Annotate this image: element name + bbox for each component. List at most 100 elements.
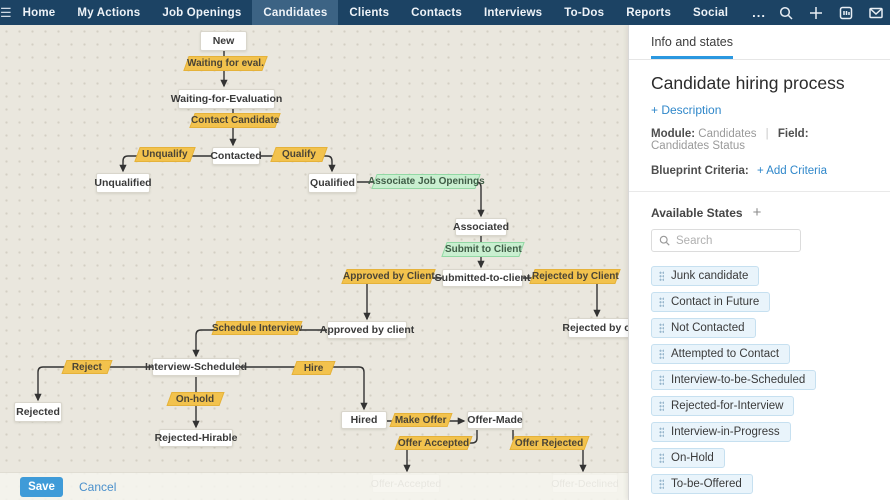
add-icon[interactable] [809, 5, 824, 20]
add-description-link[interactable]: + Description [651, 103, 722, 117]
state-chip-junk-candidate[interactable]: Junk candidate [651, 266, 760, 286]
nav-item-my-actions[interactable]: My Actions [77, 6, 141, 19]
state-node-hired[interactable]: Hired [341, 411, 387, 429]
transition-rejected-by-client[interactable]: Rejected by Client [529, 269, 621, 284]
transition-waiting-for-eval-[interactable]: Waiting for eval. [183, 56, 268, 71]
transition-associate-job-openings[interactable]: Associate Job Openings [368, 174, 484, 189]
tab-info-and-states[interactable]: Info and states [651, 25, 734, 59]
nav-item-social[interactable]: Social [693, 6, 729, 19]
drag-handle-icon[interactable] [659, 401, 664, 411]
transition-label: Unqualify [142, 149, 188, 160]
transition-label: Contact Candidate [190, 115, 280, 126]
mail-icon[interactable] [869, 5, 884, 20]
state-node-interview-scheduled[interactable]: Interview-Scheduled [145, 358, 247, 376]
state-chip-label: On-Hold [671, 452, 714, 464]
save-button[interactable]: Save [20, 476, 63, 497]
nav-overflow-icon[interactable]: ... [752, 5, 766, 20]
transition-hire[interactable]: Hire [291, 361, 336, 375]
state-chip-not-contacted[interactable]: Not Contacted [651, 318, 756, 338]
transition-submit-to-client[interactable]: Submit to Client [441, 242, 525, 257]
flow-edge [192, 329, 327, 358]
transition-offer-accepted[interactable]: Offer Accepted [394, 436, 473, 450]
nav-item-clients[interactable]: Clients [349, 6, 390, 19]
transition-label: Rejected by Client [531, 271, 619, 282]
transition-offer-rejected[interactable]: Offer Rejected [509, 436, 590, 450]
nav-item-home[interactable]: Home [22, 6, 56, 19]
transition-reject[interactable]: Reject [61, 360, 113, 374]
state-chip-to-be-offered[interactable]: To-be-Offered [651, 474, 753, 494]
state-chip-attempted-to-contact[interactable]: Attempted to Contact [651, 344, 791, 364]
state-chip-contact-in-future[interactable]: Contact in Future [651, 292, 771, 312]
state-node-unqualified[interactable]: Unqualified [94, 173, 152, 193]
state-chip-on-hold[interactable]: On-Hold [651, 448, 725, 468]
info-panel: Info and states Candidate hiring process… [628, 25, 890, 500]
states-search-input[interactable] [676, 234, 793, 247]
search-icon[interactable] [779, 5, 794, 20]
transition-unqualify[interactable]: Unqualify [134, 147, 196, 162]
state-node-submitted-to-client[interactable]: Submitted-to-client [435, 269, 530, 287]
state-chip-label: Attempted to Contact [671, 348, 780, 360]
transition-label: Associate Job Openings [367, 176, 485, 187]
flow-edge [34, 366, 153, 402]
state-chip-label: Interview-in-Progress [671, 426, 780, 438]
available-states-label: Available States [651, 205, 743, 220]
panel-tab-bar: Info and states [629, 25, 890, 60]
state-node-new[interactable]: New [200, 31, 247, 51]
state-chip-rejected-for-interview[interactable]: Rejected-for-Interview [651, 396, 795, 416]
drag-handle-icon[interactable] [659, 427, 664, 437]
transition-label: Hire [303, 362, 324, 374]
transition-make-offer[interactable]: Make Offer [389, 413, 453, 427]
state-node-approved-by-client[interactable]: Approved by client [320, 321, 414, 339]
top-navigation: ☰ Home My Actions Job Openings Candidates Cl… [0, 0, 890, 25]
drag-handle-icon[interactable] [659, 297, 664, 307]
transition-label: Waiting for eval. [187, 58, 264, 69]
drag-handle-icon[interactable] [659, 271, 664, 281]
nav-item-contacts[interactable]: Contacts [411, 6, 462, 19]
nav-item-reports[interactable]: Reports [626, 6, 672, 19]
divider [629, 191, 890, 192]
state-node-waiting-for-evaluation[interactable]: Waiting-for-Evaluation [171, 89, 282, 109]
nav-items: Home My Actions Job Openings Candidates Clie… [12, 0, 779, 25]
transition-contact-candidate[interactable]: Contact Candidate [189, 113, 281, 128]
module-value: Candidates [698, 128, 757, 140]
state-node-rejected[interactable]: Rejected [14, 402, 62, 422]
add-state-icon[interactable]: + [752, 204, 762, 221]
nav-item-job-openings[interactable]: Job Openings [162, 6, 242, 19]
drag-handle-icon[interactable] [659, 375, 664, 385]
transition-approved-by-client[interactable]: Approved by Client [341, 269, 436, 284]
feeds-icon[interactable] [839, 5, 854, 20]
state-chip-label: Junk candidate [671, 270, 749, 282]
add-criteria-link[interactable]: + Add Criteria [756, 165, 827, 177]
state-node-associated[interactable]: Associated [453, 218, 509, 236]
state-node-rejected-hirable[interactable]: Rejected-Hirable [155, 429, 237, 447]
state-chip-label: Rejected-for-Interview [671, 400, 784, 412]
cancel-button[interactable]: Cancel [79, 479, 117, 494]
transition-label: Approved by Client [342, 271, 435, 282]
transition-on-hold[interactable]: On-hold [166, 392, 225, 406]
transition-label: Reject [71, 361, 102, 373]
drag-handle-icon[interactable] [659, 323, 664, 333]
flow-edge [363, 277, 443, 321]
transition-schedule-interview[interactable]: Schedule Interview [211, 321, 303, 335]
nav-item-interviews[interactable]: Interviews [483, 6, 543, 19]
state-node-offer-made[interactable]: Offer-Made [467, 411, 523, 429]
state-chip-interview-in-progress[interactable]: Interview-in-Progress [651, 422, 791, 442]
transition-qualify[interactable]: Qualify [270, 147, 328, 162]
state-chip-interview-to-be-scheduled[interactable]: Interview-to-be-Scheduled [651, 370, 817, 390]
transition-label: Make Offer [395, 414, 447, 426]
hamburger-menu-icon[interactable]: ☰ [0, 4, 12, 20]
state-node-contacted[interactable]: Contacted [210, 147, 262, 165]
nav-item-to-dos[interactable]: To-Dos [564, 6, 605, 19]
transition-label: On-hold [176, 393, 215, 405]
canvas-footer-bar: Save Cancel [0, 472, 628, 500]
state-node-qualified[interactable]: Qualified [308, 173, 357, 193]
state-node-rejected-by-client[interactable]: Rejected by client [562, 318, 628, 338]
drag-handle-icon[interactable] [659, 479, 664, 489]
flow-edge [260, 155, 336, 173]
nav-item-candidates[interactable]: Candidates [252, 0, 339, 25]
drag-handle-icon[interactable] [659, 453, 664, 463]
drag-handle-icon[interactable] [659, 349, 664, 359]
state-chip-label: Interview-to-be-Scheduled [671, 374, 806, 386]
